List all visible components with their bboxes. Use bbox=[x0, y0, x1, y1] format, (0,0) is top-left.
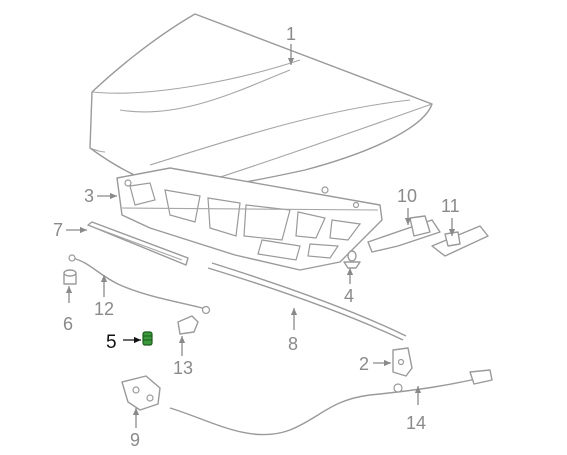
hood-hinge-right bbox=[431, 225, 489, 257]
highlighted-nut bbox=[142, 331, 153, 346]
callout-2: 2 bbox=[359, 354, 369, 374]
hood-latch bbox=[121, 375, 161, 411]
hood-panel bbox=[89, 13, 433, 191]
hood-hinge bbox=[367, 215, 441, 253]
leader-arrows bbox=[65, 44, 456, 428]
hood-inner-frame bbox=[116, 167, 383, 271]
hood-striker bbox=[392, 347, 413, 377]
rod-holder-bracket bbox=[177, 315, 199, 335]
callout-5: 5 bbox=[106, 332, 117, 353]
callout-13: 13 bbox=[173, 358, 193, 378]
callout-8: 8 bbox=[288, 334, 298, 354]
callout-11: 11 bbox=[441, 196, 460, 216]
callout-4: 4 bbox=[344, 286, 354, 306]
hood-weatherstrip bbox=[207, 262, 407, 341]
callout-9: 9 bbox=[130, 430, 140, 450]
callout-1: 1 bbox=[286, 24, 296, 44]
hood-bumper-stop bbox=[63, 269, 77, 285]
hood-release-cable bbox=[169, 369, 493, 436]
hood-front-seal bbox=[87, 221, 189, 266]
hood-clip bbox=[343, 250, 361, 269]
callout-10: 10 bbox=[397, 186, 417, 206]
callout-3: 3 bbox=[84, 186, 94, 206]
callout-14: 14 bbox=[406, 413, 426, 433]
callout-7: 7 bbox=[53, 220, 63, 240]
callout-12: 12 bbox=[94, 299, 114, 319]
hood-support-rod bbox=[68, 254, 211, 315]
callout-6: 6 bbox=[63, 314, 73, 334]
